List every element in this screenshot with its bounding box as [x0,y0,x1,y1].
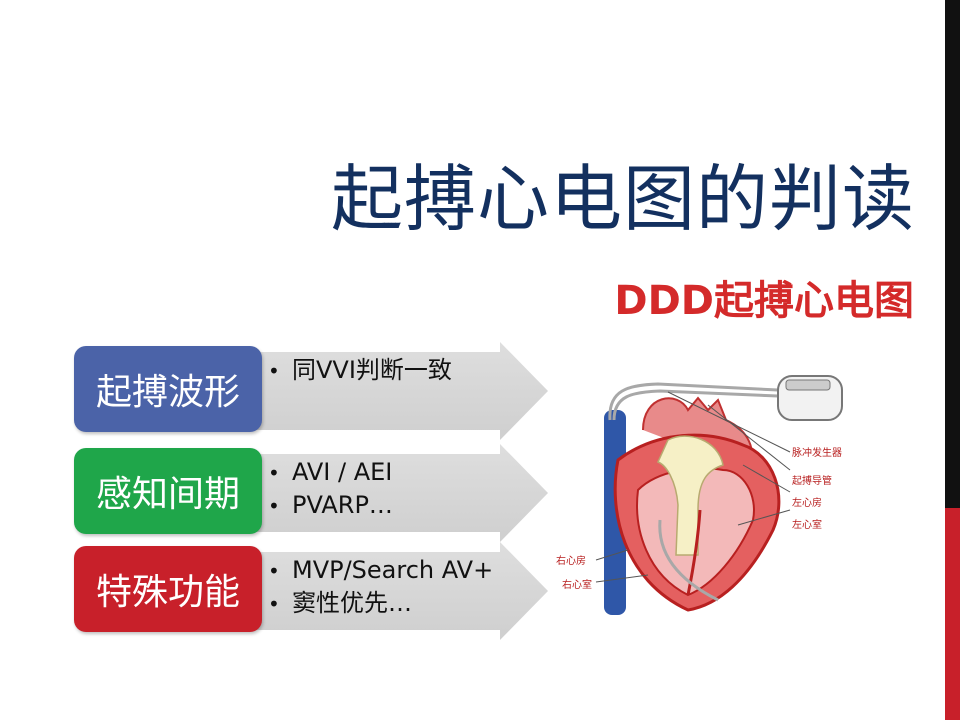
side-accent-bar-red [945,508,960,720]
pulmonary-artery [656,435,724,556]
arrow-shape [252,342,548,440]
row-pacing-waveform: 起搏波形 •同VVI判断一致 [74,342,554,440]
row-label-box: 特殊功能 [74,546,262,632]
list-item: •AVI / AEI [268,458,393,486]
list-item: •PVARP… [268,491,393,519]
row-bullet-list: •同VVI判断一致 [268,354,452,387]
label-generator: 脉冲发生器 [792,446,842,459]
septum [686,509,702,596]
label-right-atrium: 右心房 [556,554,586,567]
label-left-atrium: 左心房 [792,496,822,509]
row-special-function: 特殊功能 •MVP/Search AV+ •窦性优先… [74,542,554,640]
pacing-lead-1 [608,382,779,421]
arrow-shape [252,444,548,542]
slide-subtitle: DDD起搏心电图 [614,278,914,324]
side-accent-bar-dark [945,0,960,508]
row-label: 特殊功能 [95,572,240,613]
pacing-lead-2 [612,389,779,421]
ventricular-lead [658,519,719,602]
label-right-ventricle: 右心室 [562,578,592,591]
row-bullet-list: •MVP/Search AV+ •窦性优先… [268,554,493,620]
list-item: •MVP/Search AV+ [268,556,494,584]
list-item: •同VVI判断一致 [268,356,452,384]
label-lead: 起搏导管 [792,474,832,487]
arrow-shape [252,542,548,640]
label-left-ventricle: 左心室 [792,518,822,531]
row-label: 起搏波形 [95,372,240,413]
row-bullet-list: •AVI / AEI •PVARP… [268,456,393,522]
slide-title: 起搏心电图的判读 [330,157,915,241]
heart-pacemaker-illustration: 脉冲发生器 起搏导管 左心房 左心室 右心房 右心室 [556,375,843,615]
row-label-box: 起搏波形 [74,346,262,432]
row-label-box: 感知间期 [74,448,262,534]
list-item: •窦性优先… [268,589,412,617]
row-sensing-interval: 感知间期 •AVI / AEI •PVARP… [74,444,554,542]
row-label: 感知间期 [95,474,240,515]
